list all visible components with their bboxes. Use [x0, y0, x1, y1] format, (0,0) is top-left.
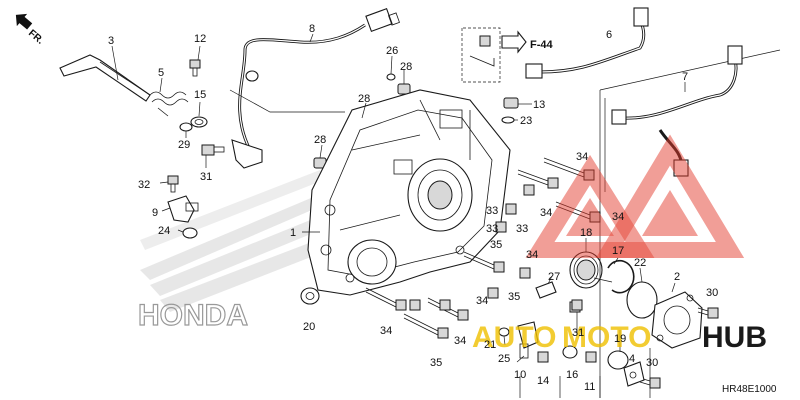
- callout-17: 17: [612, 245, 624, 257]
- callout-29: 29: [178, 139, 190, 151]
- watermark-auto: AUTO: [472, 321, 556, 354]
- callout-34-a: 34: [576, 151, 588, 163]
- o-ring-23: [501, 116, 515, 124]
- callout-34-d: 34: [526, 249, 538, 261]
- callout-15: 15: [194, 89, 206, 101]
- callout-7: 7: [682, 71, 688, 83]
- callout-28-c: 28: [314, 134, 326, 146]
- callout-32: 32: [138, 179, 150, 191]
- callout-22: 22: [634, 257, 646, 269]
- callout-11: 11: [584, 381, 595, 393]
- callout-23: 23: [520, 115, 532, 127]
- leader-lines: [111, 33, 686, 398]
- callout-9: 9: [152, 207, 158, 219]
- callout-30-a: 30: [706, 287, 718, 299]
- callout-33-b: 33: [516, 223, 528, 235]
- watermark-moto: MOTO: [562, 321, 651, 354]
- callout-33-c: 33: [486, 223, 498, 235]
- callout-28-b: 28: [358, 93, 370, 105]
- bolt-31-right: [571, 299, 583, 311]
- bolt-31-left: [201, 144, 225, 156]
- bracket-4: [623, 361, 645, 387]
- callout-34-f: 34: [380, 325, 392, 337]
- callout-27: 27: [548, 271, 560, 283]
- callout-10: 10: [514, 369, 526, 381]
- direction-label: FR.: [26, 28, 46, 47]
- callout-2: 2: [674, 271, 680, 283]
- harness-6-box: [461, 7, 649, 83]
- cover-plate-2: [651, 291, 703, 349]
- bolt-11: [585, 351, 597, 363]
- shift-shaft: [59, 54, 151, 102]
- return-spring: [149, 91, 189, 117]
- callout-35-b: 35: [508, 291, 520, 303]
- callout-34-b: 34: [540, 207, 552, 219]
- washer-16: [562, 345, 578, 359]
- callout-31-b: 31: [572, 327, 584, 339]
- drawing-code: HR48E1000: [722, 384, 777, 395]
- sensor-10: [517, 321, 539, 359]
- reference-label: F-44: [530, 39, 554, 51]
- callout-20: 20: [303, 321, 315, 333]
- callout-14: 14: [537, 375, 549, 387]
- callout-28-a: 28: [400, 61, 412, 73]
- callout-18: 18: [580, 227, 592, 239]
- callout-31-a: 31: [200, 171, 212, 183]
- bolt-30-a: [697, 307, 719, 319]
- speed-sensor-9: [167, 195, 199, 223]
- front-direction-arrow: [15, 13, 33, 30]
- callout-8: 8: [309, 23, 315, 35]
- callout-6: 6: [606, 29, 612, 41]
- callout-12: 12: [194, 33, 206, 45]
- callout-34-g: 34: [454, 335, 466, 347]
- oil-seal-20: [300, 287, 320, 305]
- callout-1: 1: [290, 227, 296, 239]
- plug-13: [503, 97, 519, 109]
- callout-34-e: 34: [476, 295, 488, 307]
- o-ring-22: [626, 281, 658, 319]
- harness-7: [611, 45, 743, 177]
- callout-3: 3: [108, 35, 114, 47]
- callout-13: 13: [533, 99, 545, 111]
- bolt-12: [189, 59, 201, 77]
- crankcase-cover: [307, 89, 511, 296]
- automotohub-watermark: [525, 134, 745, 258]
- area-boundary: [599, 49, 781, 398]
- callout-19: 19: [614, 333, 626, 345]
- callout-4: 4: [629, 353, 635, 365]
- callout-35-a: 35: [490, 239, 502, 251]
- circlip-17: [607, 259, 635, 294]
- callout-16: 16: [566, 369, 578, 381]
- callout-33-a: 33: [486, 205, 498, 217]
- bolt-32: [167, 175, 179, 193]
- callout-24: 24: [158, 225, 170, 237]
- callout-5: 5: [158, 67, 164, 79]
- callout-labels: 1 2 3 4 5 6 7 8 9 10 11 12 13 14 15 16 1…: [108, 23, 718, 393]
- callout-26: 26: [386, 45, 398, 57]
- o-ring-24: [182, 227, 198, 239]
- dowel-28-a: [397, 83, 411, 95]
- bolt-14: [537, 351, 549, 363]
- washer-19: [607, 350, 629, 370]
- callout-30-b: 30: [646, 357, 658, 369]
- honda-logo-text: HONDA: [138, 299, 248, 332]
- clip-27: [535, 281, 557, 299]
- callout-34-c: 34: [612, 211, 624, 223]
- washer-26: [386, 73, 396, 81]
- callout-35-c: 35: [430, 357, 442, 369]
- watermark-hub: HUB: [702, 321, 767, 354]
- bearing-18: [569, 251, 603, 289]
- callout-21: 21: [484, 339, 496, 351]
- sensor-harness-8: [231, 8, 400, 169]
- oil-seal-29: [179, 122, 193, 132]
- washer-15: [190, 116, 208, 128]
- callout-25: 25: [498, 353, 510, 365]
